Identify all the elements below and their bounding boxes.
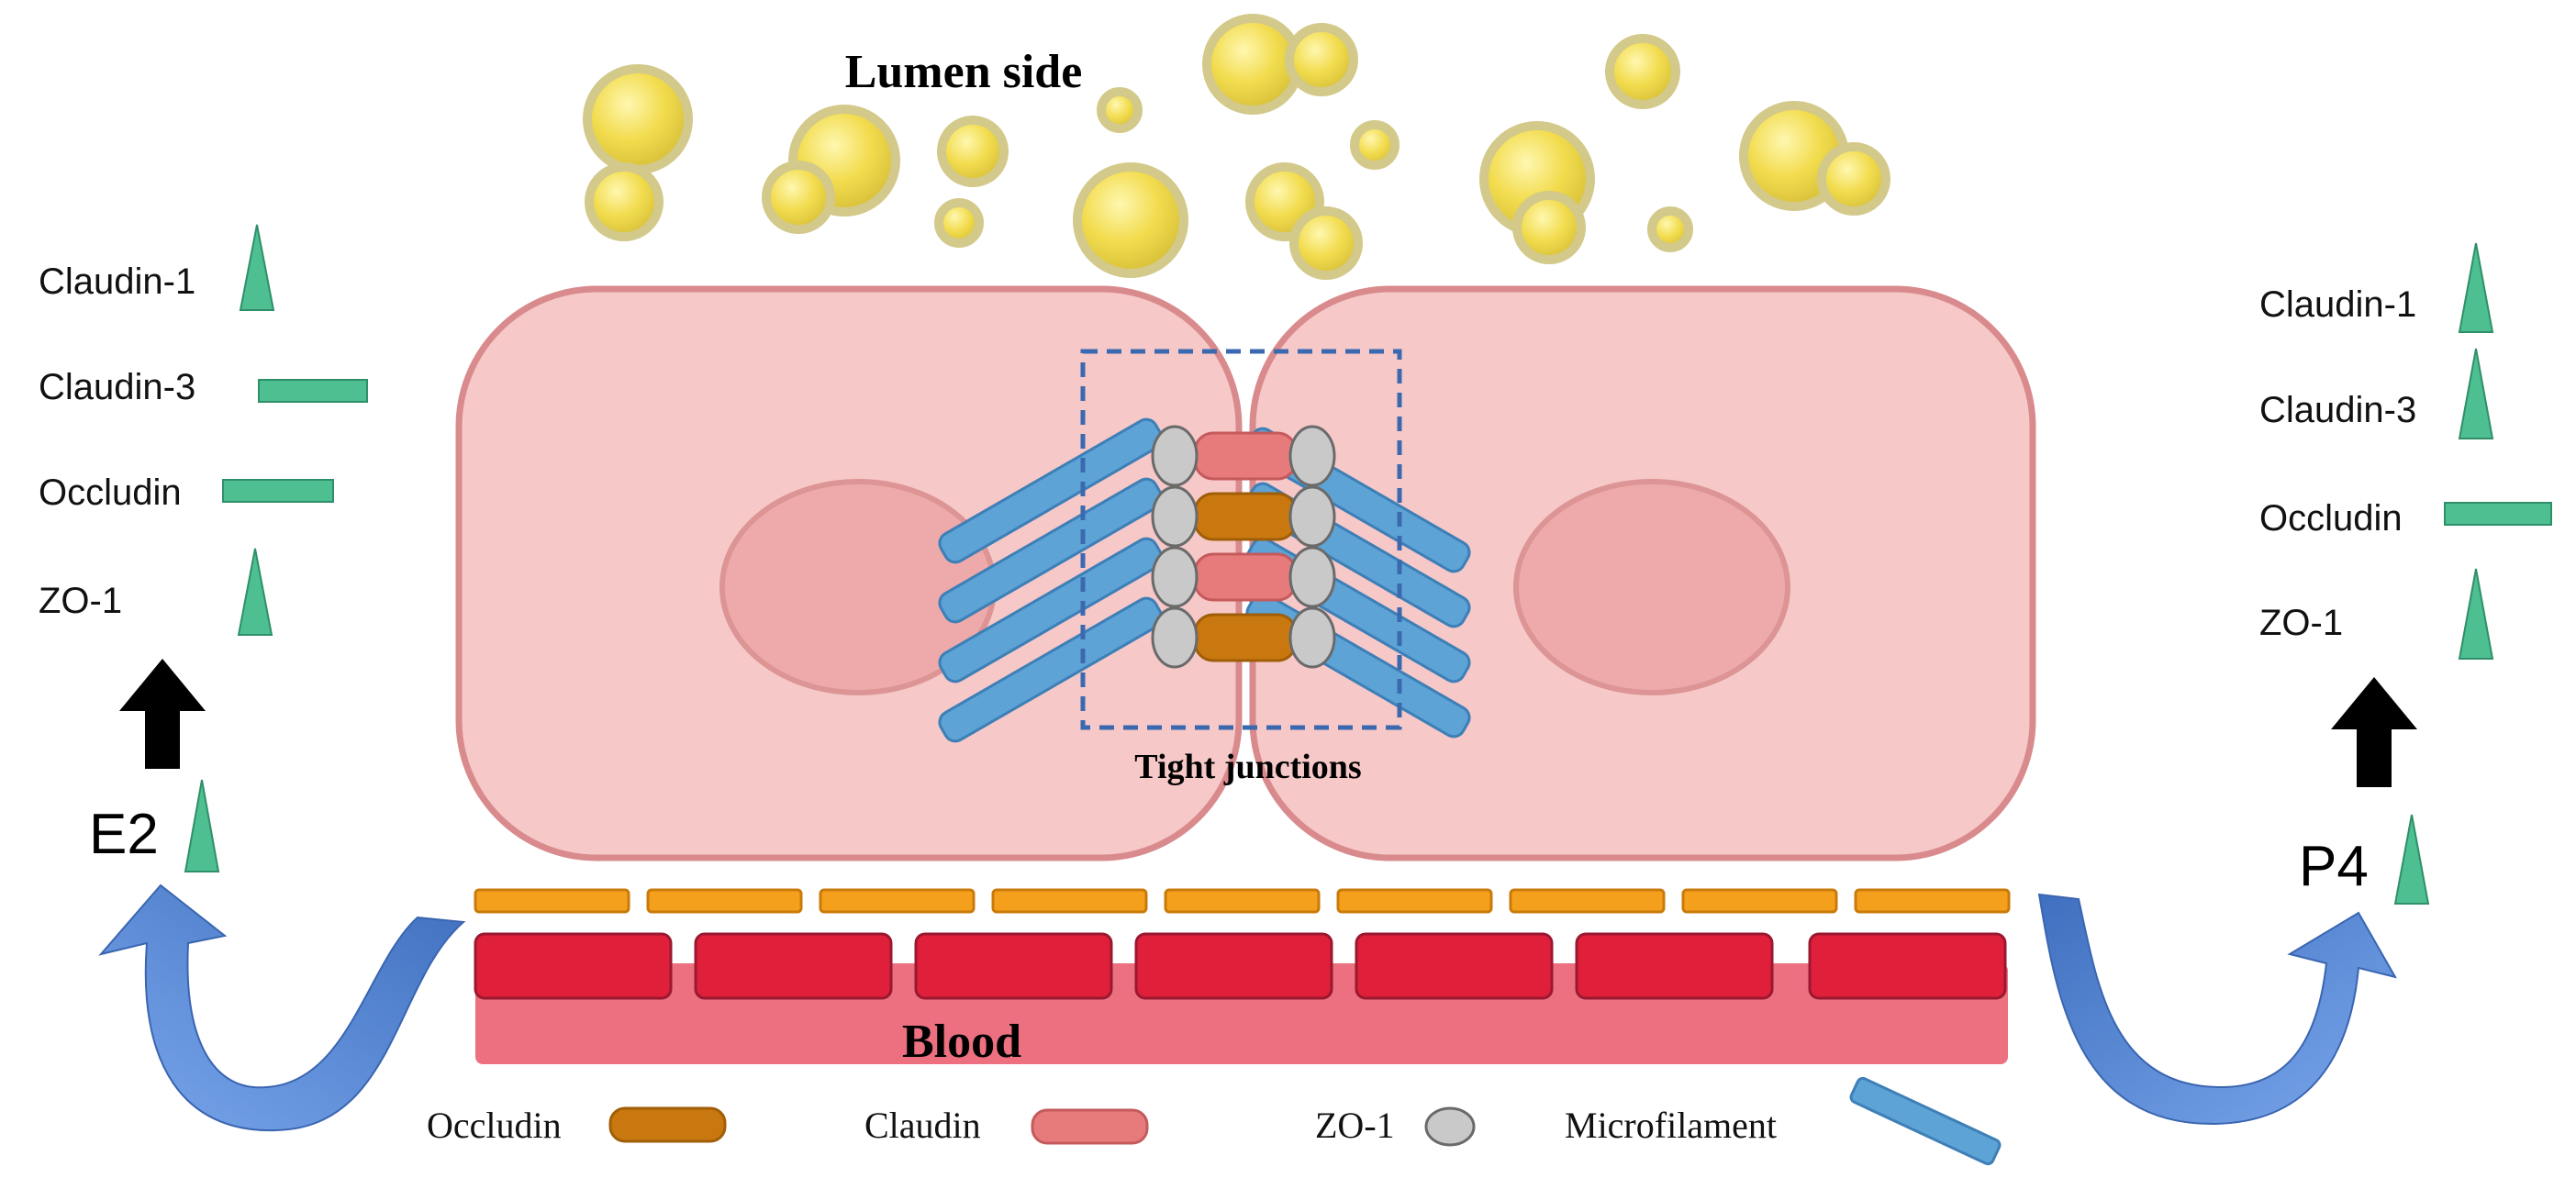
left-protein-label-claudin-1: Claudin-1 bbox=[39, 261, 195, 302]
increase-triangle-icon bbox=[239, 224, 275, 311]
right-protein-label-zo-1: ZO-1 bbox=[2259, 603, 2343, 643]
right-hormone-label: P4 bbox=[2299, 835, 2369, 898]
right-protein-label-claudin-3: Claudin-3 bbox=[2259, 390, 2416, 430]
left-protein-label-zo-1: ZO-1 bbox=[39, 581, 122, 621]
unchanged-bar-icon bbox=[2444, 502, 2552, 526]
right-panel: Claudin-1 Claudin-3 Occludin ZO-1 P4 bbox=[2037, 242, 2552, 1126]
legend-label-zo-1: ZO-1 bbox=[1315, 1105, 1395, 1146]
increase-triangle-icon bbox=[237, 548, 273, 636]
tight-junction-highlight-box bbox=[1080, 349, 1402, 730]
left-panel: Claudin-1 Claudin-3 Occludin ZO-1 E2 bbox=[39, 224, 466, 1132]
legend-label-microfilament: Microfilament bbox=[1565, 1105, 1777, 1146]
legend-label-claudin: Claudin bbox=[864, 1105, 981, 1146]
increase-triangle-icon bbox=[2393, 814, 2430, 905]
microfilament-rod-icon bbox=[1849, 1076, 2002, 1166]
left-protein-label-occludin: Occludin bbox=[39, 472, 182, 513]
blood-vessel-wall bbox=[474, 932, 2007, 1000]
blood-label: Blood bbox=[902, 1016, 1021, 1068]
unchanged-bar-icon bbox=[222, 479, 334, 503]
increase-triangle-icon bbox=[184, 779, 220, 872]
unchanged-bar-icon bbox=[258, 379, 368, 403]
increase-triangle-icon bbox=[2458, 242, 2494, 333]
lumen-side-label: Lumen side bbox=[845, 46, 1083, 98]
occludin-pill-icon bbox=[608, 1106, 727, 1143]
upregulation-arrow-icon bbox=[119, 659, 206, 769]
claudin-pill-icon bbox=[1031, 1108, 1149, 1145]
curved-arrow-icon bbox=[2037, 893, 2398, 1126]
legend-label-occludin: Occludin bbox=[427, 1105, 562, 1146]
basement-membrane bbox=[474, 888, 2011, 914]
legend: Occludin Claudin ZO-1 Microfilament bbox=[427, 1076, 2002, 1166]
right-protein-label-occludin: Occludin bbox=[2259, 498, 2403, 539]
right-protein-label-claudin-1: Claudin-1 bbox=[2259, 284, 2416, 325]
left-hormone-label: E2 bbox=[89, 803, 159, 866]
right-nucleus bbox=[1513, 479, 1790, 695]
tight-junction-complex bbox=[938, 349, 1471, 743]
curved-arrow-icon bbox=[98, 883, 466, 1132]
upregulation-arrow-icon bbox=[2331, 677, 2417, 787]
left-protein-label-claudin-3: Claudin-3 bbox=[39, 367, 195, 407]
lumen-bubbles bbox=[583, 14, 1890, 280]
increase-triangle-icon bbox=[2458, 568, 2494, 660]
tight-junctions-label: Tight junctions bbox=[1134, 748, 1361, 786]
increase-triangle-icon bbox=[2458, 348, 2494, 439]
zo1-oval-icon bbox=[1424, 1106, 1476, 1147]
